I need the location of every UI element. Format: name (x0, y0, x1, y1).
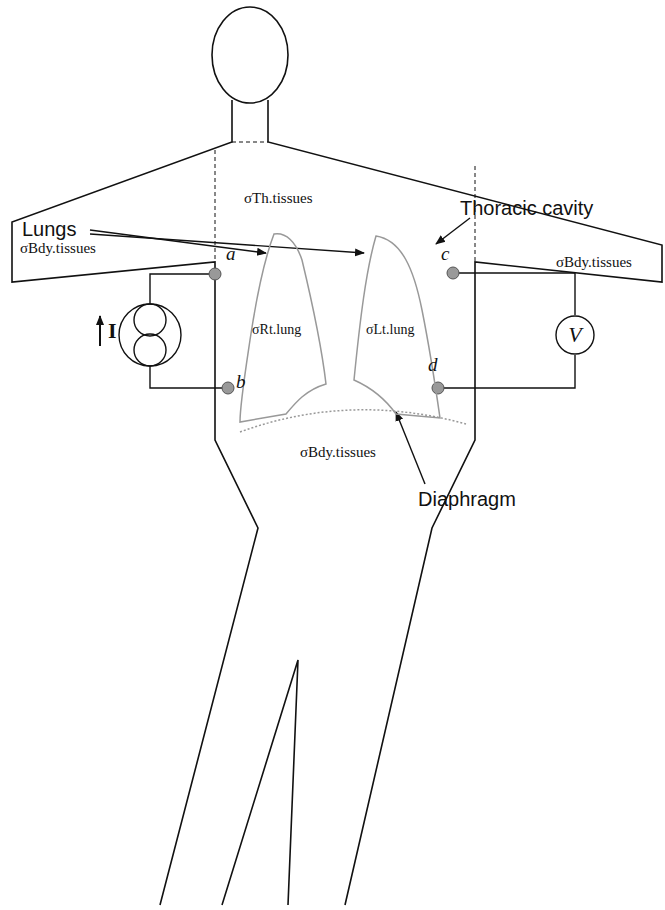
right-lung: σRt.lung (236, 230, 336, 430)
thoracic-tissue-label: σTh.tissues (244, 190, 313, 207)
current-arrow (99, 316, 101, 346)
conductivity-label: σLt.lung (366, 322, 414, 337)
current-label: I (108, 319, 117, 343)
wires (150, 273, 575, 388)
leader-lines (90, 218, 470, 484)
left-lung-shape (354, 236, 440, 418)
body-tissue-label: σBdy.tissues (20, 240, 96, 257)
voltmeter: V (555, 315, 595, 355)
body-tissue-label: σBdy.tissues (300, 444, 376, 461)
body-tissue-label: σBdy.tissues (556, 254, 632, 271)
electrode-label: c (441, 244, 449, 265)
current-source (119, 304, 181, 366)
diaphragm-label: Diaphragm (418, 488, 516, 510)
conductivity-label: σRt.lung (252, 322, 301, 337)
electrode-label: d (428, 355, 438, 376)
meter-symbol: V (568, 323, 581, 347)
cavity-label: Thoracic cavity (460, 197, 593, 219)
left-lung: σLt.lung (346, 230, 446, 430)
electrodes (209, 267, 459, 394)
region-boundaries (215, 142, 475, 262)
electrode-label: a (226, 244, 236, 265)
body-outline (12, 7, 662, 905)
diaphragm-line (240, 410, 466, 432)
right-lung-shape (240, 234, 326, 422)
electrode-label: b (236, 372, 246, 393)
lungs-label: Lungs (22, 218, 77, 240)
voltmeter-shape (556, 316, 594, 354)
